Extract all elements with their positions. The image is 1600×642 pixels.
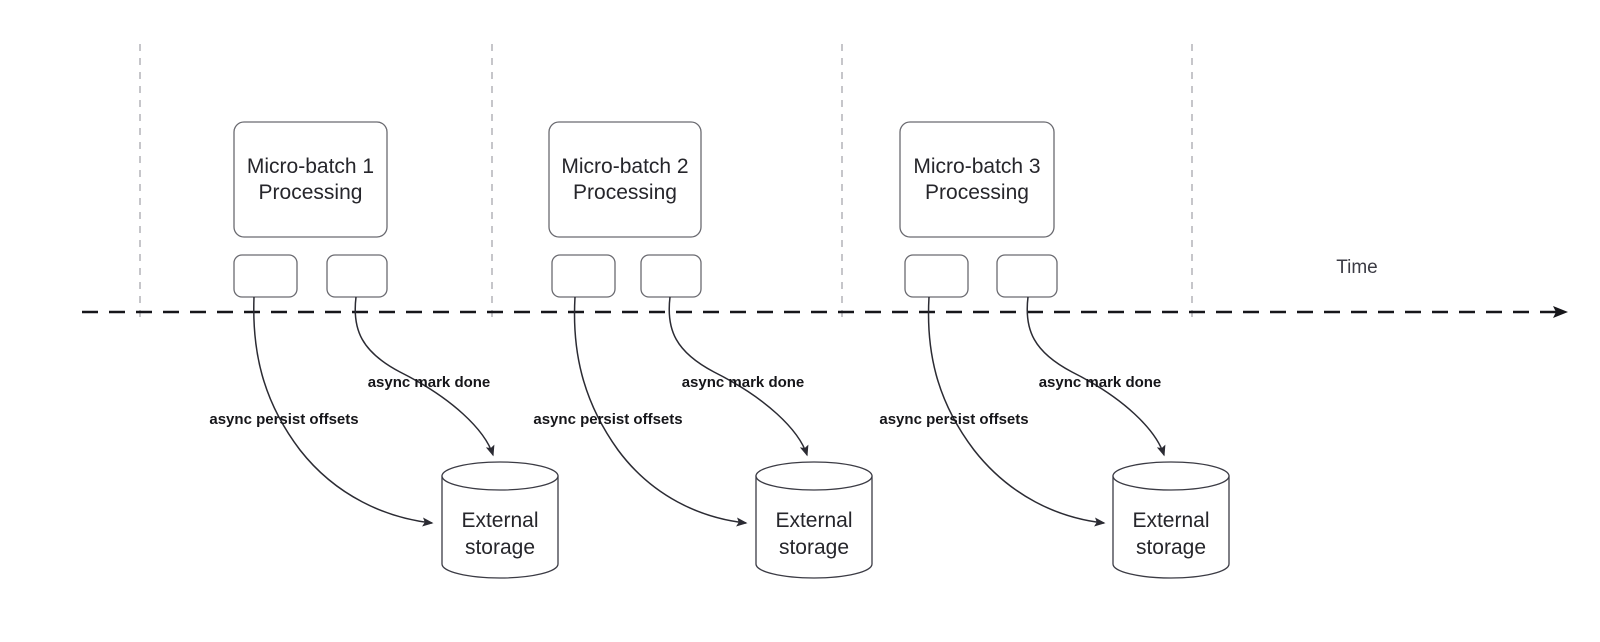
- cylinder-top-3: [1112, 461, 1230, 491]
- task-box-offsets-3[interactable]: [904, 254, 969, 298]
- mark-done-label-3: async mark done: [1039, 374, 1162, 391]
- micro-batch-group-1: Micro-batch 1 Processing async persist o…: [209, 121, 559, 579]
- cylinder-body-2: [755, 475, 873, 579]
- persist-offsets-arrow-2: [573, 296, 748, 527]
- persist-offsets-arrow-1: [253, 296, 434, 527]
- task-box-markdone-3[interactable]: [996, 254, 1058, 298]
- micro-batch-group-3: Micro-batch 3 Processing async persist o…: [879, 121, 1230, 579]
- mark-done-arrow-1: [354, 296, 495, 457]
- external-storage-label-1-line1: External: [461, 509, 538, 532]
- cylinder-body-3: [1112, 475, 1230, 579]
- external-storage-label-2-line2: storage: [779, 536, 849, 559]
- task-box-markdone-1[interactable]: [326, 254, 388, 298]
- persist-offsets-arrow-3: [927, 296, 1106, 527]
- cylinder-top-2: [755, 461, 873, 491]
- persist-offsets-label-3: async persist offsets: [879, 411, 1028, 428]
- task-box-markdone-2[interactable]: [640, 254, 702, 298]
- micro-batch-label-2-line2: Processing: [573, 181, 677, 204]
- external-storage-cylinder-3[interactable]: External storage: [1112, 461, 1230, 579]
- task-box-offsets-2[interactable]: [551, 254, 616, 298]
- external-storage-cylinder-2[interactable]: External storage: [755, 461, 873, 579]
- time-axis-label: Time: [1336, 257, 1378, 278]
- mark-done-label-2: async mark done: [682, 374, 805, 391]
- task-box-offsets-1[interactable]: [233, 254, 298, 298]
- external-storage-cylinder-1[interactable]: External storage: [441, 461, 559, 579]
- micro-batch-box-3[interactable]: [899, 121, 1055, 238]
- micro-batch-label-1-line2: Processing: [259, 181, 363, 204]
- micro-batch-label-3-line2: Processing: [925, 181, 1029, 204]
- micro-batch-label-2-line1: Micro-batch 2: [561, 155, 688, 178]
- cylinder-body-1: [441, 475, 559, 579]
- divider-group: [139, 44, 1193, 322]
- mark-done-arrow-2: [668, 296, 809, 457]
- micro-batch-box-1[interactable]: [233, 121, 388, 238]
- micro-batch-label-1-line1: Micro-batch 1: [247, 155, 374, 178]
- cylinder-top-1: [441, 461, 559, 491]
- time-axis: Time: [82, 257, 1568, 318]
- micro-batch-group-2: Micro-batch 2 Processing async persist o…: [533, 121, 873, 579]
- mark-done-label-1: async mark done: [368, 374, 491, 391]
- persist-offsets-label-2: async persist offsets: [533, 411, 682, 428]
- mark-done-arrow-3: [1026, 296, 1166, 457]
- micro-batch-box-2[interactable]: [548, 121, 702, 238]
- external-storage-label-2-line1: External: [775, 509, 852, 532]
- external-storage-label-1-line2: storage: [465, 536, 535, 559]
- external-storage-label-3-line2: storage: [1136, 536, 1206, 559]
- external-storage-label-3-line1: External: [1132, 509, 1209, 532]
- persist-offsets-label-1: async persist offsets: [209, 411, 358, 428]
- micro-batch-label-3-line1: Micro-batch 3: [913, 155, 1040, 178]
